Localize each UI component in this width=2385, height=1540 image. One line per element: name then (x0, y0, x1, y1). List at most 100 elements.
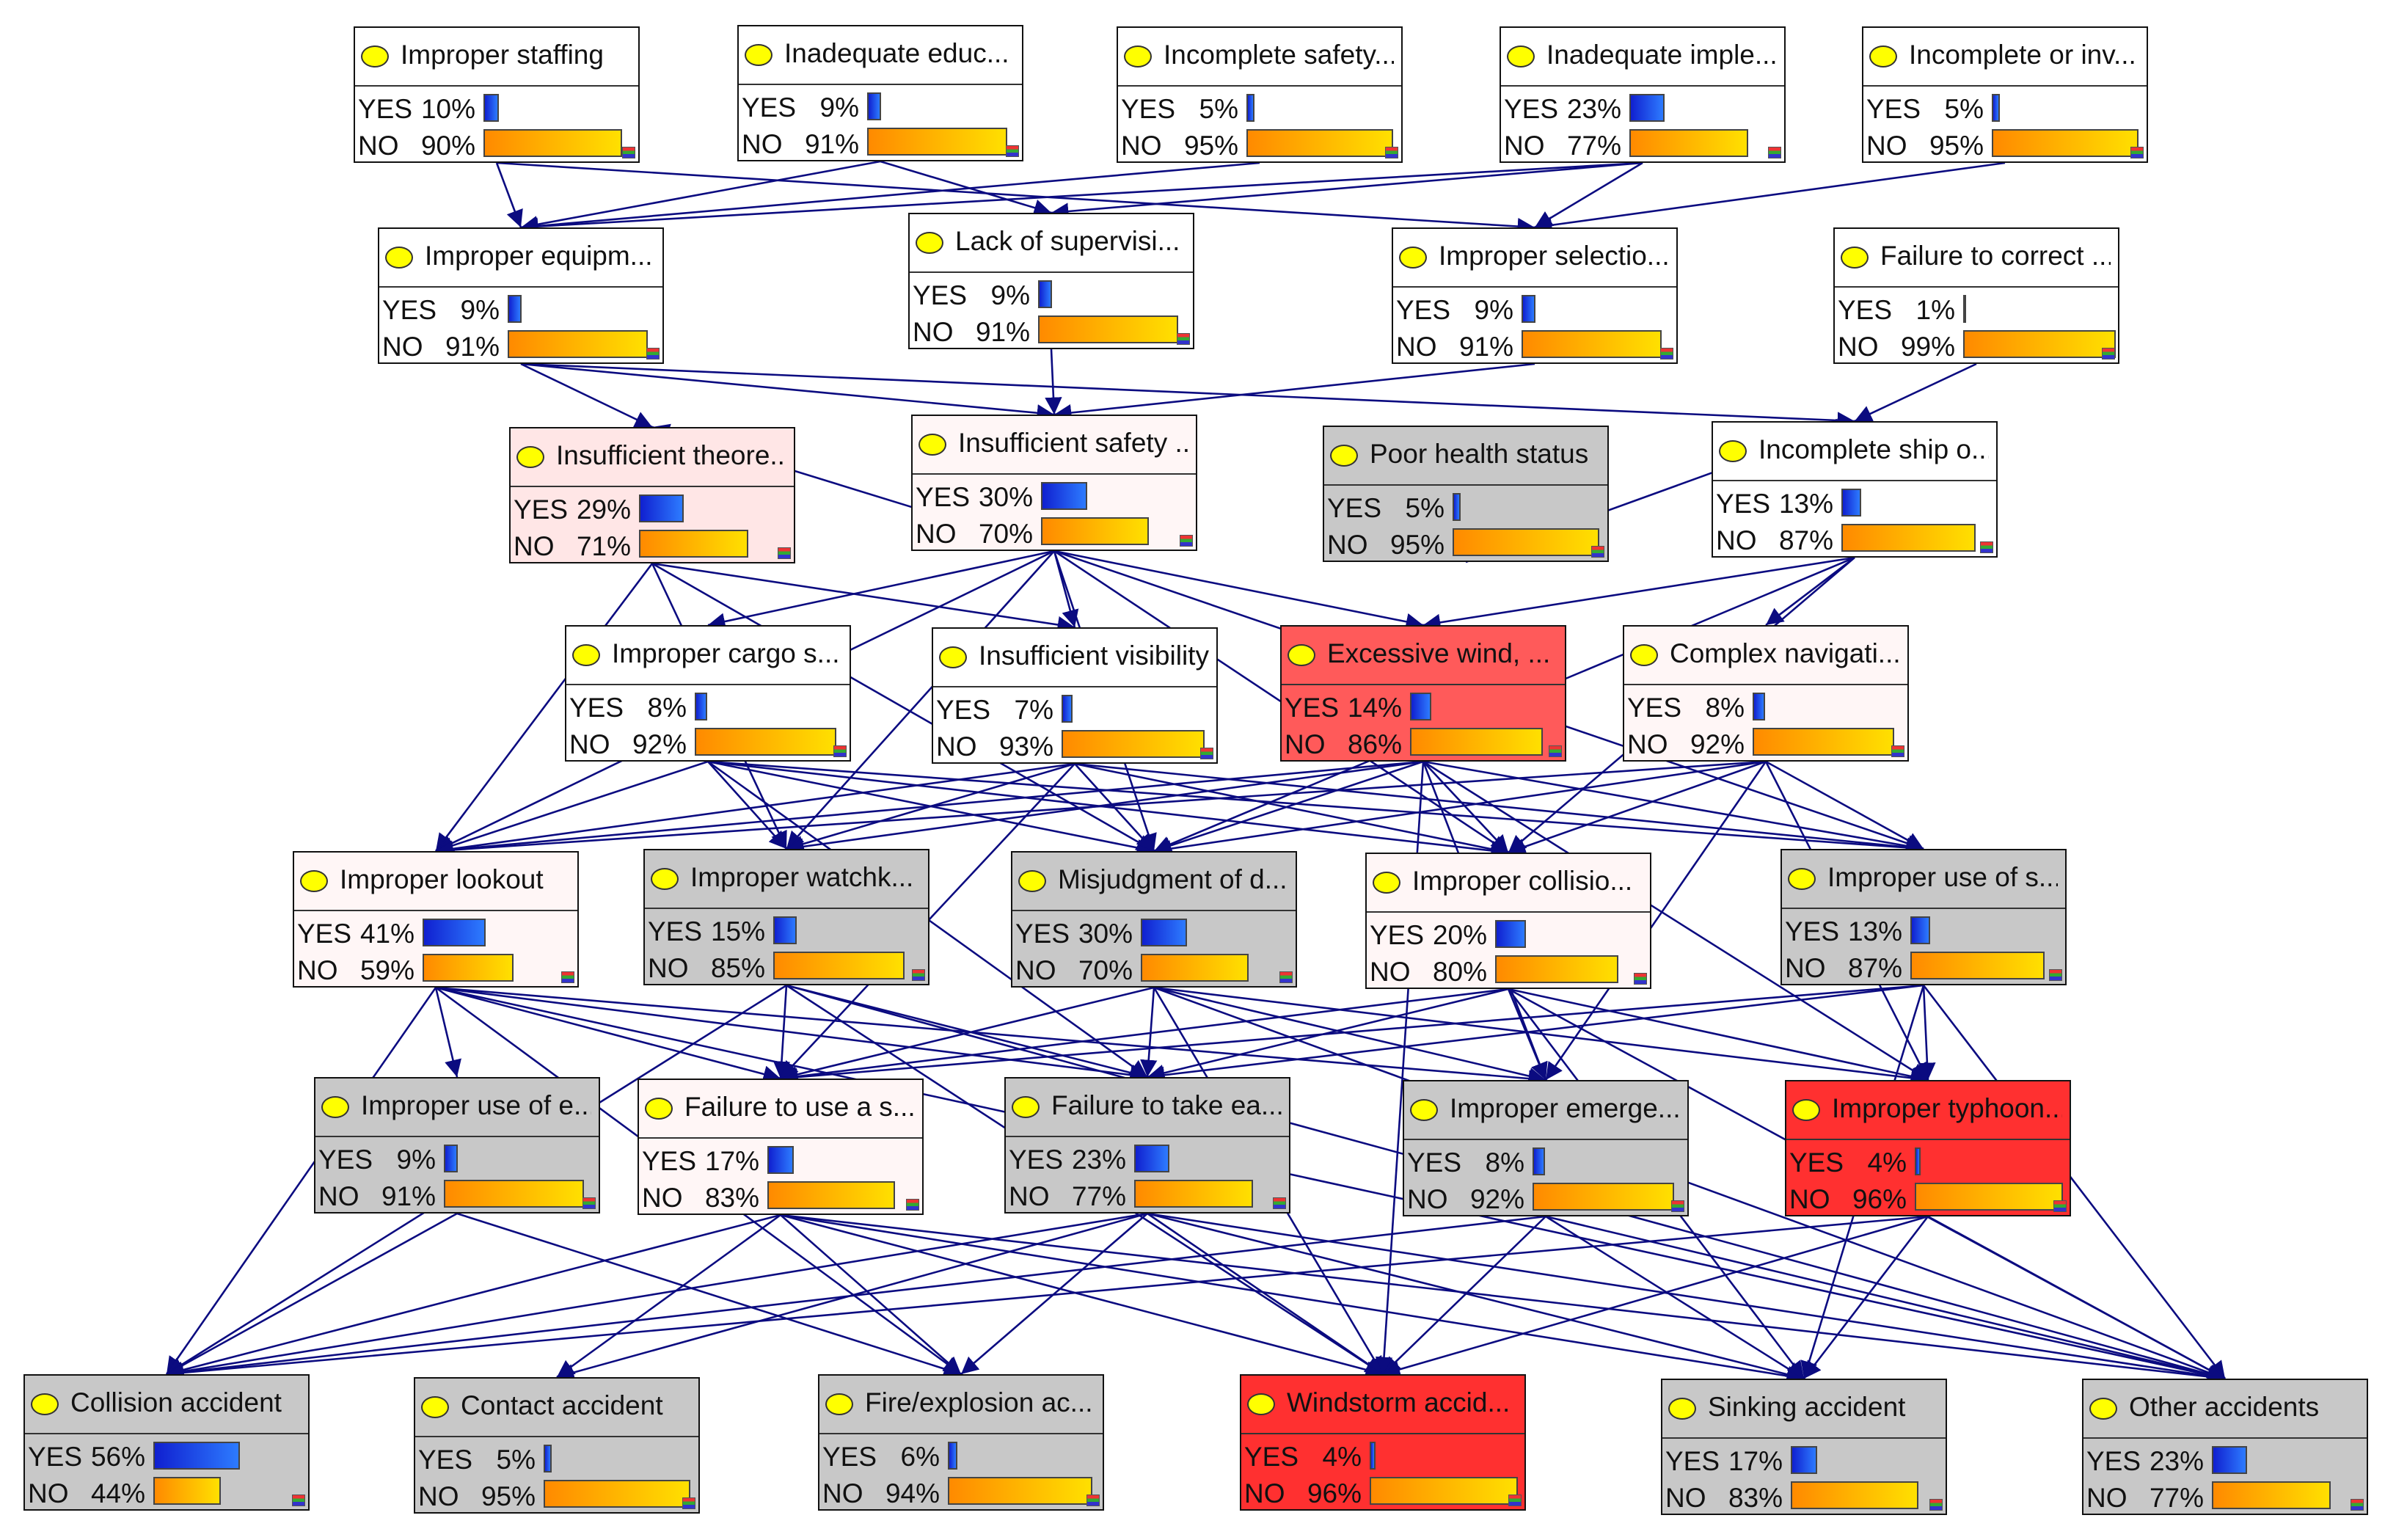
state-pct-yes: 8% (1485, 1147, 1524, 1178)
node-menu-icon[interactable] (2102, 348, 2115, 360)
node-menu-icon[interactable] (778, 547, 791, 559)
state-pct-yes: 23% (1071, 1145, 1126, 1175)
node-menu-icon[interactable] (1180, 535, 1193, 547)
edge-n16-n20 (1153, 760, 1424, 854)
state-pct-no: 95% (481, 1481, 536, 1511)
node-menu-icon[interactable] (912, 969, 925, 981)
node-menu-icon[interactable] (1177, 333, 1190, 345)
node-menu-icon[interactable] (292, 1495, 305, 1506)
node-menu-icon[interactable] (1508, 1495, 1522, 1506)
probability-bar-yes (153, 1442, 240, 1470)
node-menu-icon[interactable] (1086, 1495, 1100, 1506)
node-menu-icon[interactable] (1273, 1197, 1286, 1209)
edge-n20-n24 (780, 986, 1155, 1083)
node-title: Excessive wind, ... (1327, 638, 1551, 668)
node-menu-icon[interactable] (2053, 1200, 2067, 1212)
node-menu-icon[interactable] (906, 1199, 919, 1211)
node-menu-icon[interactable] (1671, 1200, 1684, 1212)
node-menu-icon[interactable] (2049, 969, 2062, 981)
node-title-bar: Insufficient safety ... (913, 416, 1196, 475)
node-menu-icon[interactable] (1006, 145, 1019, 157)
bulb-icon (1330, 445, 1358, 467)
state-label-no: NO (1015, 955, 1056, 985)
node-menu-icon[interactable] (1929, 1499, 1943, 1511)
node-menu-icon[interactable] (682, 1497, 695, 1509)
node-menu-icon[interactable] (1980, 541, 1993, 553)
state-label-yes: YES (1244, 1442, 1299, 1472)
node-menu-icon[interactable] (1200, 748, 1213, 759)
probability-bar-yes (1629, 94, 1665, 122)
node-menu-icon[interactable] (1385, 147, 1398, 158)
state-pct-no: 77% (1566, 131, 1621, 161)
node-menu-icon[interactable] (1891, 745, 1904, 757)
state-label-no: NO (1866, 131, 1907, 161)
node-menu-icon[interactable] (2351, 1499, 2364, 1511)
node-menu-icon[interactable] (1660, 348, 1673, 360)
state-label-yes: YES (2086, 1446, 2141, 1476)
bulb-icon (385, 247, 413, 269)
node-menu-icon[interactable] (2130, 147, 2144, 158)
node-menu-icon[interactable] (1634, 973, 1647, 985)
probability-bar-yes (1038, 280, 1052, 308)
node-title-bar: Incomplete or inv... (1863, 28, 2147, 87)
probability-bar-no (153, 1477, 221, 1505)
node-menu-icon[interactable] (1591, 546, 1604, 558)
node-menu-icon[interactable] (646, 348, 660, 360)
state-pct-yes: 9% (819, 92, 859, 123)
edge-n7-n11 (1045, 348, 1062, 415)
node-menu-icon[interactable] (1549, 745, 1562, 757)
node-menu-icon[interactable] (833, 745, 847, 757)
state-pct-yes: 56% (90, 1442, 145, 1472)
node-menu-icon[interactable] (1279, 971, 1293, 983)
state-pct-no: 59% (359, 955, 414, 985)
node-menu-icon[interactable] (1768, 147, 1781, 158)
node-menu-icon[interactable] (561, 971, 574, 983)
node-menu-icon[interactable] (582, 1197, 596, 1209)
bulb-icon (1630, 644, 1658, 666)
bulb-icon (1288, 644, 1315, 666)
state-pct-yes: 8% (647, 693, 687, 723)
probability-bar-no (1791, 1481, 1918, 1509)
node-menu-icon[interactable] (622, 147, 635, 158)
